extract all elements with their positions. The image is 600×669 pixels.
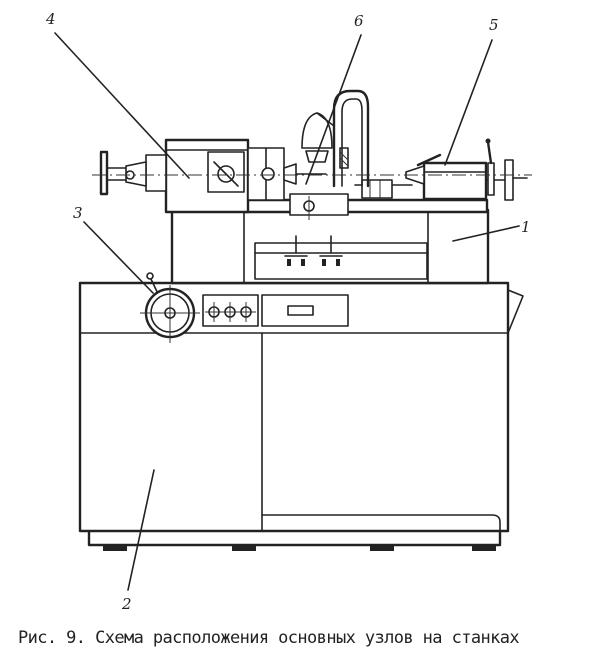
headstock-spindle [99, 150, 167, 196]
tool [283, 163, 327, 185]
callout-6: 6 [354, 12, 364, 30]
callout-2: 2 [121, 595, 132, 613]
handwheel [140, 272, 200, 343]
leader-lines [54, 32, 520, 591]
tailstock [405, 138, 528, 201]
callout-3: 3 [73, 204, 83, 222]
callout-1: 1 [521, 218, 531, 236]
callout-4: 4 [45, 10, 56, 28]
figure-caption: Рис. 9. Схема расположения основных узло… [18, 628, 520, 648]
name-plate [261, 294, 349, 327]
splash-guard [254, 235, 428, 280]
control-panel [202, 294, 259, 327]
headstock [164, 138, 285, 214]
work-table [242, 179, 489, 220]
callout-5: 5 [489, 16, 499, 34]
base-plinth [87, 528, 502, 551]
